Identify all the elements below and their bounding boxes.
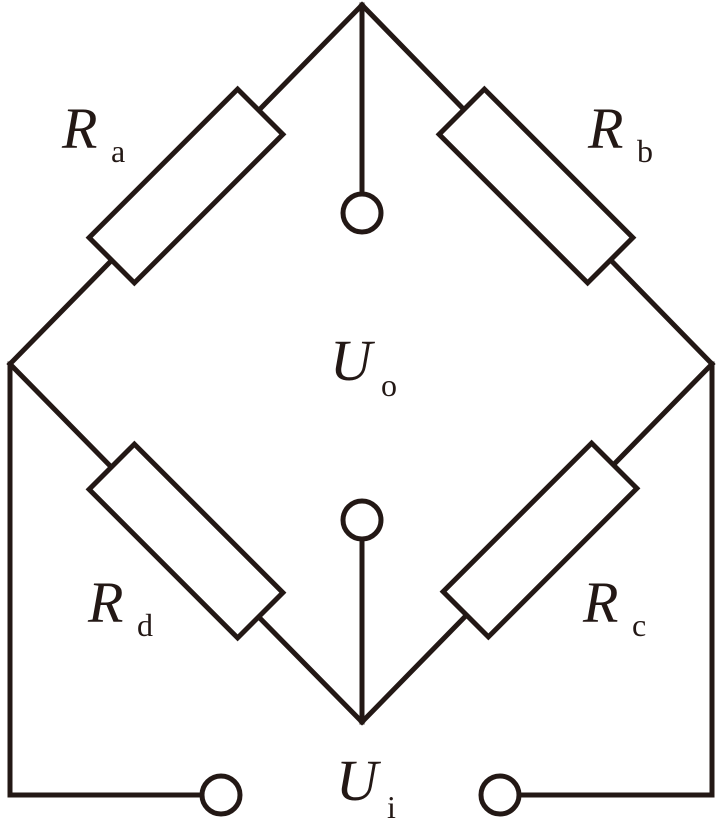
wire-input-right-lead xyxy=(515,361,715,798)
label-rd: R d xyxy=(87,570,153,643)
input-terminal-left xyxy=(199,773,243,817)
input-terminal-right xyxy=(478,773,522,817)
label-uo-symbol: U xyxy=(330,328,376,393)
label-rb: R b xyxy=(587,96,653,169)
label-rd-subscript: d xyxy=(137,607,153,643)
label-input-voltage: U i xyxy=(336,748,396,825)
resistor-rb xyxy=(435,85,637,287)
label-rd-symbol: R xyxy=(87,570,123,635)
wire-input-left-lead xyxy=(7,361,206,798)
label-ra: R a xyxy=(61,96,125,169)
label-uo-subscript: o xyxy=(381,367,397,403)
label-rc: R c xyxy=(582,570,646,643)
output-terminal-top xyxy=(340,191,384,235)
label-ui-subscript: i xyxy=(387,789,396,825)
output-terminal-bottom xyxy=(340,498,384,542)
label-rb-symbol: R xyxy=(587,96,623,161)
label-rb-subscript: b xyxy=(637,133,653,169)
label-rc-symbol: R xyxy=(582,570,618,635)
label-ui-symbol: U xyxy=(336,748,382,813)
label-rc-subscript: c xyxy=(632,607,646,643)
label-output-voltage: U o xyxy=(330,328,397,403)
resistor-rd xyxy=(85,440,287,642)
resistor-rc xyxy=(439,439,641,641)
label-ra-symbol: R xyxy=(61,96,97,161)
resistor-ra xyxy=(85,85,287,287)
label-ra-subscript: a xyxy=(111,133,125,169)
